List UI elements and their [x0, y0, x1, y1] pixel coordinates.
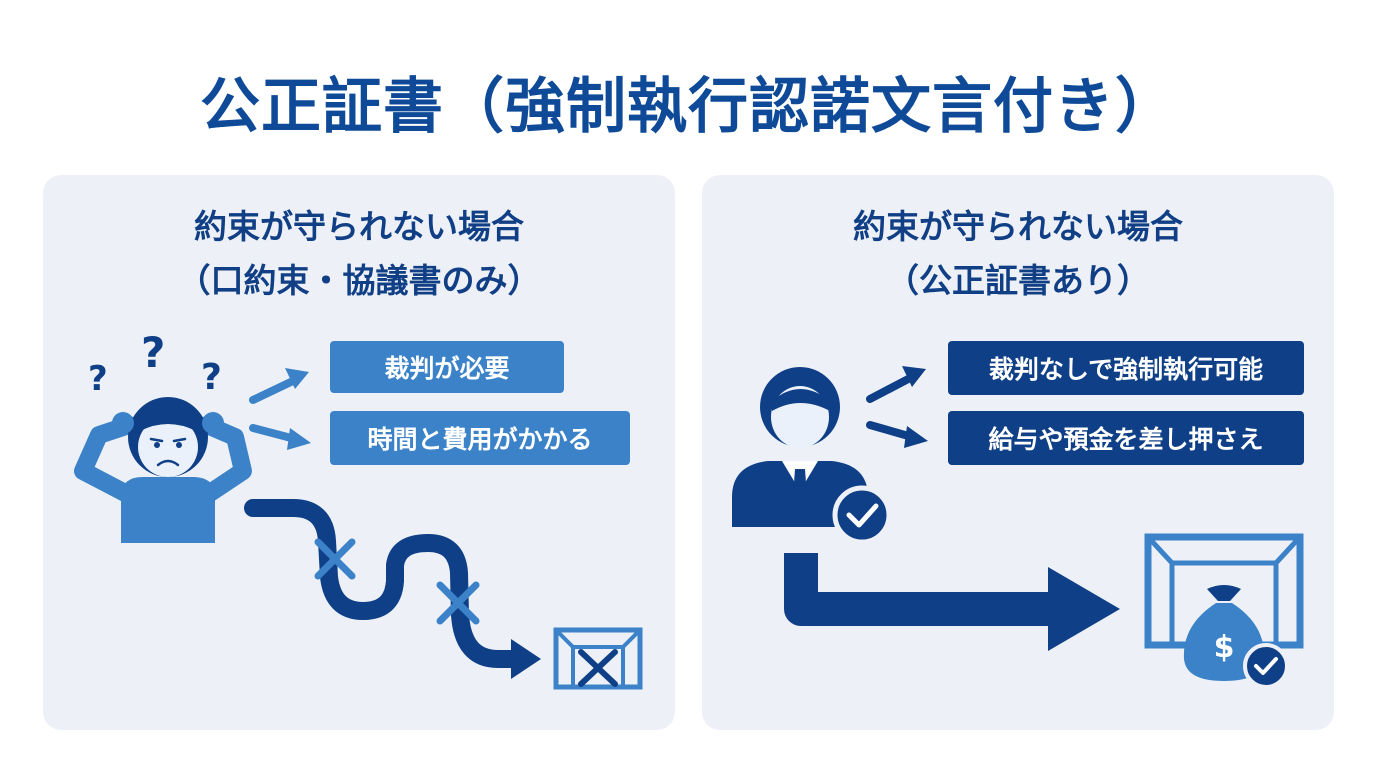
straight-path-arrow-icon [784, 553, 1120, 651]
winding-path-icon [244, 499, 541, 679]
money-bag-icon: $ [1183, 585, 1289, 689]
check-badge-icon [832, 485, 892, 545]
svg-text:?: ? [141, 328, 165, 377]
svg-text:?: ? [88, 359, 108, 399]
right-illustration: $ [732, 366, 1304, 689]
right-heading-line2: （公正証書あり） [886, 261, 1150, 300]
right-label-garnish-salary-deposits: 給与や預金を差し押さえ [948, 411, 1304, 465]
page-title: 公正証書（強制執行認諾文言付き） [200, 72, 1176, 142]
cross-mark-icon [314, 538, 480, 625]
left-heading-line2: （口約束・協議書のみ） [177, 261, 541, 300]
svg-text:$: $ [1214, 630, 1235, 665]
left-heading-line1: 約束が守られない場合 [194, 207, 524, 246]
right-heading-line1: 約束が守られない場合 [853, 207, 1183, 246]
left-panel: 約束が守られない場合 （口約束・協議書のみ） ? ? ? [43, 175, 675, 730]
left-label-time-and-cost: 時間と費用がかかる [330, 411, 630, 465]
question-mark-icon: ? ? ? [88, 328, 222, 399]
right-panel: 約束が守られない場合 （公正証書あり） [702, 175, 1334, 730]
arrow-right-icon [249, 368, 311, 450]
confused-person-icon [74, 397, 252, 543]
left-label-court-required: 裁判が必要 [330, 341, 564, 393]
blocked-goal-icon [553, 627, 643, 690]
svg-text:?: ? [201, 357, 222, 398]
arrow-right-icon [866, 366, 928, 448]
right-label-enforce-without-court: 裁判なしで強制執行可能 [948, 341, 1304, 395]
left-illustration: ? ? ? [74, 328, 643, 690]
